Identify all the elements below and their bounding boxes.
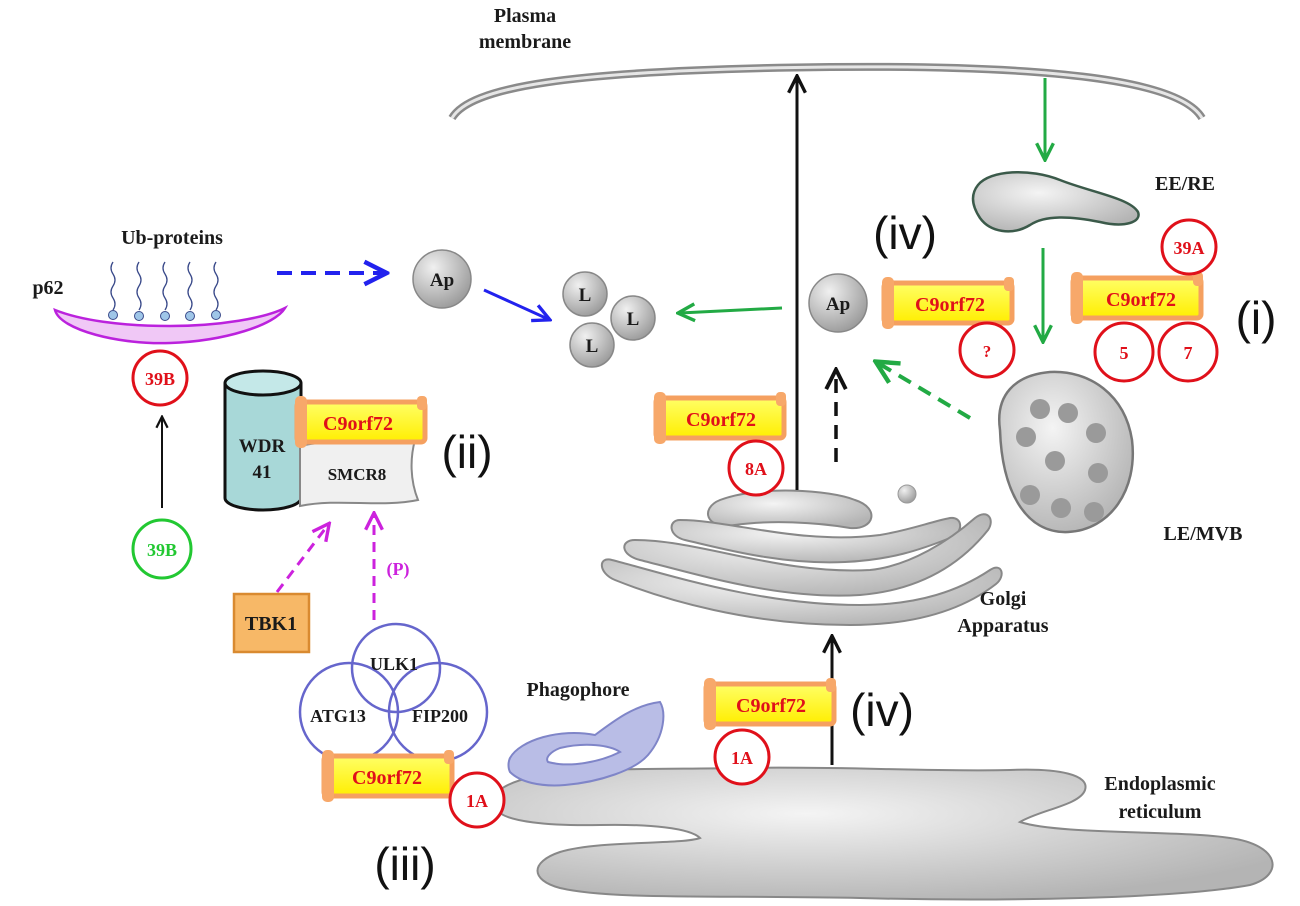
rab7-circle [1157,321,1219,383]
autophagosome-left-label: Ap [430,270,454,291]
lysosome-2 [610,295,656,341]
fip200-label: FIP200 [412,706,468,726]
c9orf72-label-er: C9orf72 [736,695,806,717]
rab39b-green-circle [131,518,193,580]
ulk1-label: ULK1 [370,654,418,674]
pathway-label-iv-top: (iv) [873,207,937,259]
rab1a-phagophore-circle [448,771,506,829]
smcr8-label: SMCR8 [328,465,387,484]
rab1a-er-label: 1A [731,748,753,768]
er-label-1: Endoplasmic [1104,773,1215,795]
ap-to-lysosome-blue-arrow [483,288,548,319]
rab1a-phagophore-label: 1A [466,791,488,811]
ap-to-lysosome-arrow [680,308,783,313]
ee-re-label: EE/RE [1155,173,1215,195]
rab5-circle [1093,321,1155,383]
early-endosome [971,171,1140,233]
phosphorylation-label: (P) [387,559,410,580]
ulk1-complex [298,622,489,763]
rab39a-label: 39A [1174,238,1205,258]
c9orf72-label-golgi: C9orf72 [686,409,756,431]
tbk1-box [232,592,311,654]
pathway-label-i: (i) [1236,292,1277,344]
plasma-membrane-label-2: membrane [479,31,571,53]
pathway-label-iv-bottom: (iv) [850,684,914,736]
rab8a-circle [727,439,785,497]
endoplasmic-reticulum [493,766,1274,901]
wdr41-label-2: 41 [253,462,272,483]
lysosome-1 [562,271,608,317]
rab39b-green-label: 39B [147,540,177,560]
late-endosome-mvb [997,370,1135,534]
tbk1-to-complex-arrow [275,525,328,593]
c9orf72-label-ee: C9orf72 [1106,289,1176,311]
phagophore [507,700,665,787]
rab7-label: 7 [1184,343,1193,363]
phagophore-label: Phagophore [527,679,630,701]
rab-unknown-circle [958,321,1016,379]
atg13-label: ATG13 [310,706,366,726]
golgi-label-2: Apparatus [957,615,1048,637]
p62-label: p62 [32,277,63,299]
rab8a-label: 8A [745,459,767,479]
autophagosome-left [412,249,472,309]
lysosome-3-label: L [586,336,599,357]
wdr41-label-1: WDR [239,436,286,457]
rab39b-red-circle [131,349,189,407]
autophagosome-right-label: Ap [826,294,850,315]
tbk1-label: TBK1 [245,613,297,635]
pathway-label-iii: (iii) [374,838,435,890]
rab1a-er-circle [713,728,771,786]
lysosome-2-label: L [627,309,640,330]
golgi-apparatus [600,484,1003,627]
le-to-ap-dashed-arrow [878,363,972,420]
lysosome-1-label: L [579,285,592,306]
rab39a-circle [1160,218,1218,276]
le-mvb-label: LE/MVB [1164,523,1243,545]
rab39b-red-label: 39B [145,369,175,389]
er-label-2: reticulum [1119,801,1202,823]
rab-unknown-label: ? [983,342,992,361]
c9orf72-label-ap: C9orf72 [915,294,985,316]
c9orf72-label-complex: C9orf72 [323,413,393,435]
ubiquitin-chains [110,261,219,311]
pathway-label-ii: (ii) [441,426,492,478]
c9orf72-label-phagophore: C9orf72 [352,767,422,789]
autophagosome-right [808,273,868,333]
golgi-label-1: Golgi [980,588,1027,610]
wdr41-cylinder [223,369,303,512]
p62-protein [53,304,289,345]
lysosome-3 [569,322,615,368]
plasma-membrane [448,62,1206,121]
ubiquitin-dots [108,310,221,321]
plasma-membrane-label-1: Plasma [494,5,556,27]
rab5-label: 5 [1120,343,1129,363]
ub-proteins-label: Ub-proteins [121,227,223,249]
